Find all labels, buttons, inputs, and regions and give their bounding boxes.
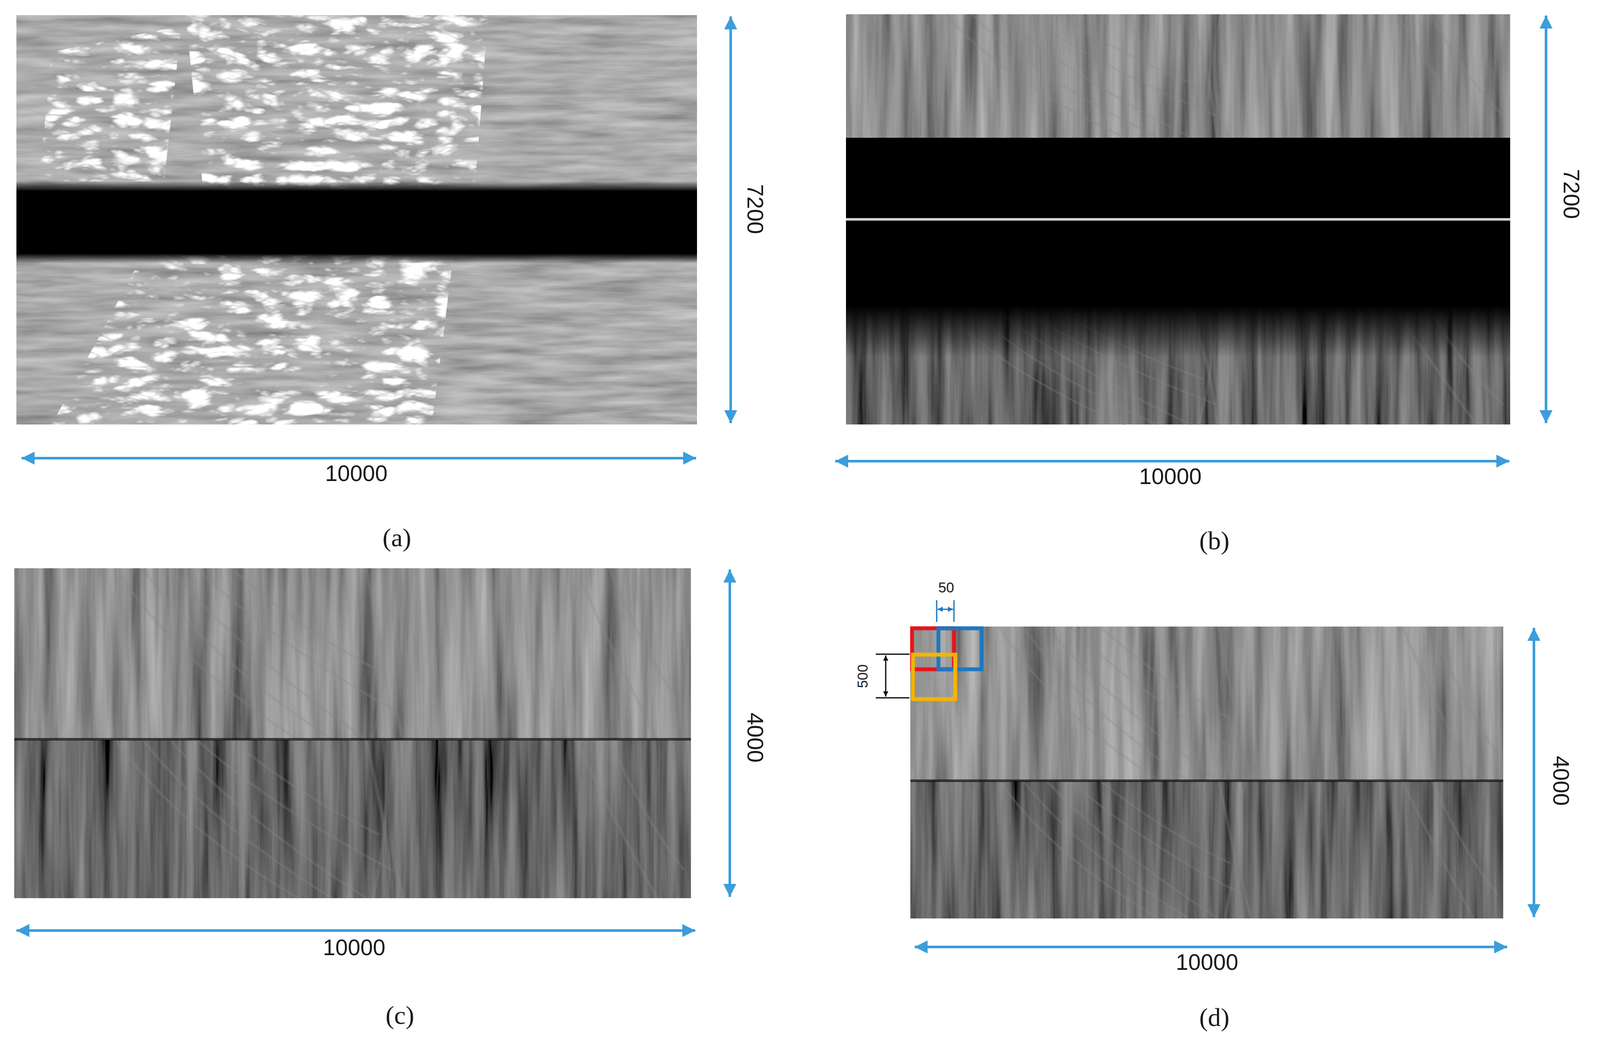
dimension-arrows-d <box>914 627 1534 948</box>
dimension-arrows-c <box>16 569 730 931</box>
panel-d-image <box>910 626 1504 919</box>
stride-markers <box>875 600 954 698</box>
dimension-label: 4000 <box>1549 755 1573 806</box>
dimension-arrows-a <box>21 16 731 459</box>
dimension-label: 10000 <box>323 936 386 959</box>
dimension-label: 7200 <box>744 183 767 235</box>
dimension-arrows-b <box>835 15 1547 462</box>
stride-label: 50 <box>938 580 955 595</box>
dimension-label: 10000 <box>325 462 388 485</box>
dimension-label: 10000 <box>1139 465 1202 488</box>
panel-label: (b) <box>1199 527 1230 554</box>
panel-label: (a) <box>382 524 412 551</box>
panel-b-image <box>845 14 1511 425</box>
panel-label: (c) <box>385 1002 415 1029</box>
dimension-label: 10000 <box>1175 950 1239 974</box>
panel-c-image <box>14 568 691 899</box>
panel-a-image <box>16 15 698 425</box>
sliding-windows <box>912 628 982 700</box>
stride-label: 500 <box>855 664 870 688</box>
dimension-label: 7200 <box>1560 168 1583 219</box>
panel-label: (d) <box>1199 1004 1230 1031</box>
dimension-label: 4000 <box>744 712 767 763</box>
